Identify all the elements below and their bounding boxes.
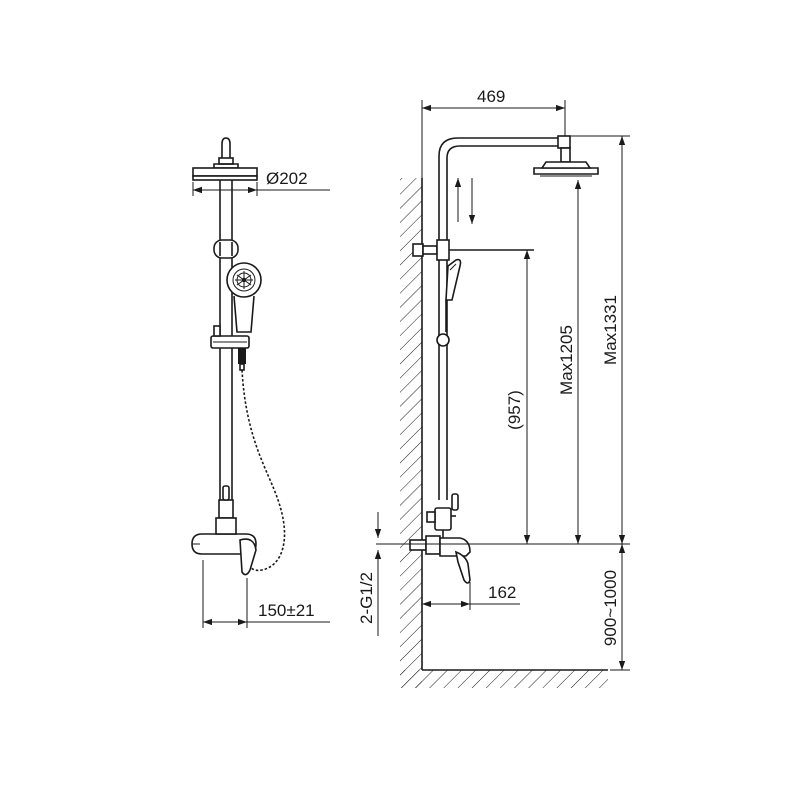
diverter-side xyxy=(426,493,459,531)
hand-shower-side xyxy=(436,258,462,347)
slide-direction-arrows xyxy=(454,178,476,224)
side-dimensions: 469 (957) Max1205 Max1331 900~1000 162 2… xyxy=(357,87,630,671)
dim-mixer-projection: 150±21 xyxy=(258,601,315,620)
dim-inlet-thread: 2-G1/2 xyxy=(357,572,376,624)
dim-arm-length: 469 xyxy=(477,87,505,106)
dim-head-diameter: Ø202 xyxy=(266,169,308,188)
front-dimensions: Ø202 150±21 xyxy=(192,169,330,628)
dim-spout-length: 162 xyxy=(488,583,516,602)
dim-install-height: 900~1000 xyxy=(601,570,620,646)
dim-slider-height: (957) xyxy=(505,390,524,430)
bracket-ring-front xyxy=(213,239,239,259)
wall-hatch xyxy=(400,178,422,688)
mixer-side xyxy=(409,530,471,584)
rain-head-front xyxy=(192,137,258,181)
dim-head-height-max: Max1205 xyxy=(557,325,576,395)
front-view xyxy=(191,137,286,576)
floor-hatch xyxy=(400,670,608,688)
mixer-body-front xyxy=(191,517,257,576)
hand-shower-front xyxy=(226,262,262,333)
hose-front xyxy=(241,369,286,572)
dim-total-height-max: Max1331 xyxy=(601,295,620,365)
slider-holder-front xyxy=(210,325,250,371)
diverter-front xyxy=(218,485,234,519)
side-view xyxy=(400,135,608,688)
wall-bracket-side xyxy=(412,239,534,261)
riser-pipe-side xyxy=(438,137,562,500)
rain-head-side xyxy=(533,135,599,177)
